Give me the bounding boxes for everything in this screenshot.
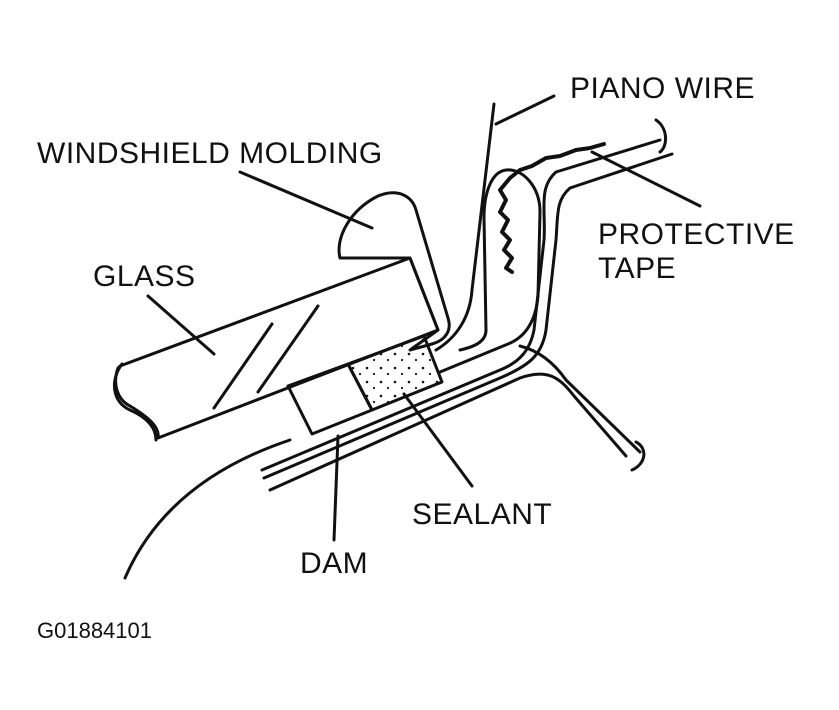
roof-panel-break bbox=[630, 440, 646, 472]
label-piano-wire: PIANO WIRE bbox=[570, 72, 756, 105]
leader-piano-wire bbox=[494, 94, 556, 126]
leader-windshield-molding bbox=[238, 170, 374, 230]
sealant-block bbox=[346, 334, 444, 412]
upper-rail bbox=[438, 168, 542, 374]
label-protective-tape-line1: PROTECTIVE bbox=[598, 218, 795, 251]
label-sealant: SEALANT bbox=[412, 498, 553, 531]
windshield-molding bbox=[337, 191, 451, 352]
glass-hatch-2 bbox=[256, 304, 320, 394]
piano-wire bbox=[434, 102, 496, 352]
glass-hatch-1 bbox=[212, 322, 274, 410]
leader-sealant bbox=[402, 392, 474, 488]
glass-break-curve bbox=[113, 362, 158, 442]
roof-panel bbox=[518, 344, 642, 454]
leader-protective-tape bbox=[590, 150, 702, 208]
body-flange-upper bbox=[260, 138, 662, 472]
label-windshield-molding: WINDSHIELD MOLDING bbox=[37, 137, 383, 170]
panel-break-top bbox=[654, 118, 667, 154]
label-glass: GLASS bbox=[93, 260, 196, 293]
label-protective-tape-line2: TAPE bbox=[598, 252, 677, 285]
body-flange-lower bbox=[268, 372, 628, 492]
glass-pane bbox=[114, 256, 440, 440]
protective-tape bbox=[498, 142, 606, 274]
figure-code: G01884101 bbox=[37, 618, 152, 643]
leader-dam bbox=[332, 434, 340, 542]
body-panel-curve bbox=[123, 438, 292, 580]
leader-glass bbox=[146, 294, 216, 356]
body-flange-inner bbox=[262, 152, 674, 480]
label-dam: DAM bbox=[300, 547, 369, 580]
label-protective-tape: PROTECTIVE TAPE bbox=[598, 218, 795, 286]
